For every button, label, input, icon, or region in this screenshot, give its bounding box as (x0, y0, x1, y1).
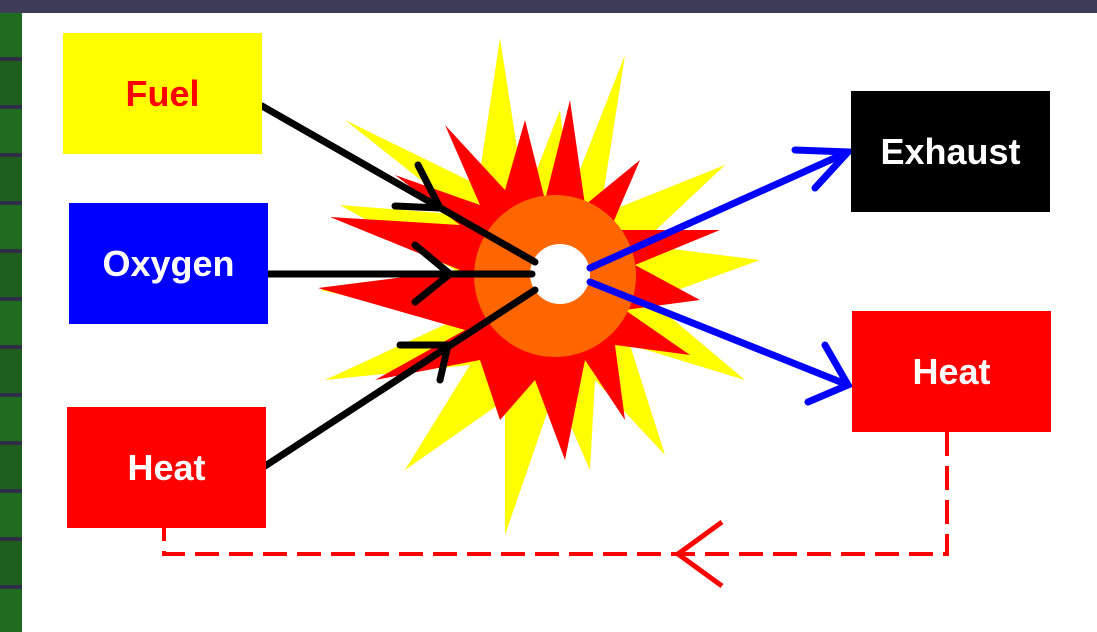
heat-input-box: Heat (67, 407, 266, 528)
oxygen-box: Oxygen (69, 203, 268, 324)
exhaust-box: Exhaust (851, 91, 1050, 212)
reaction-center (530, 244, 590, 304)
heat-input-label: Heat (127, 447, 205, 489)
exhaust-label: Exhaust (880, 131, 1020, 173)
oxygen-label: Oxygen (102, 243, 234, 285)
fuel-label: Fuel (125, 73, 199, 115)
heat-output-box: Heat (852, 311, 1051, 432)
heat-output-label: Heat (912, 351, 990, 393)
fuel-box: Fuel (63, 33, 262, 154)
